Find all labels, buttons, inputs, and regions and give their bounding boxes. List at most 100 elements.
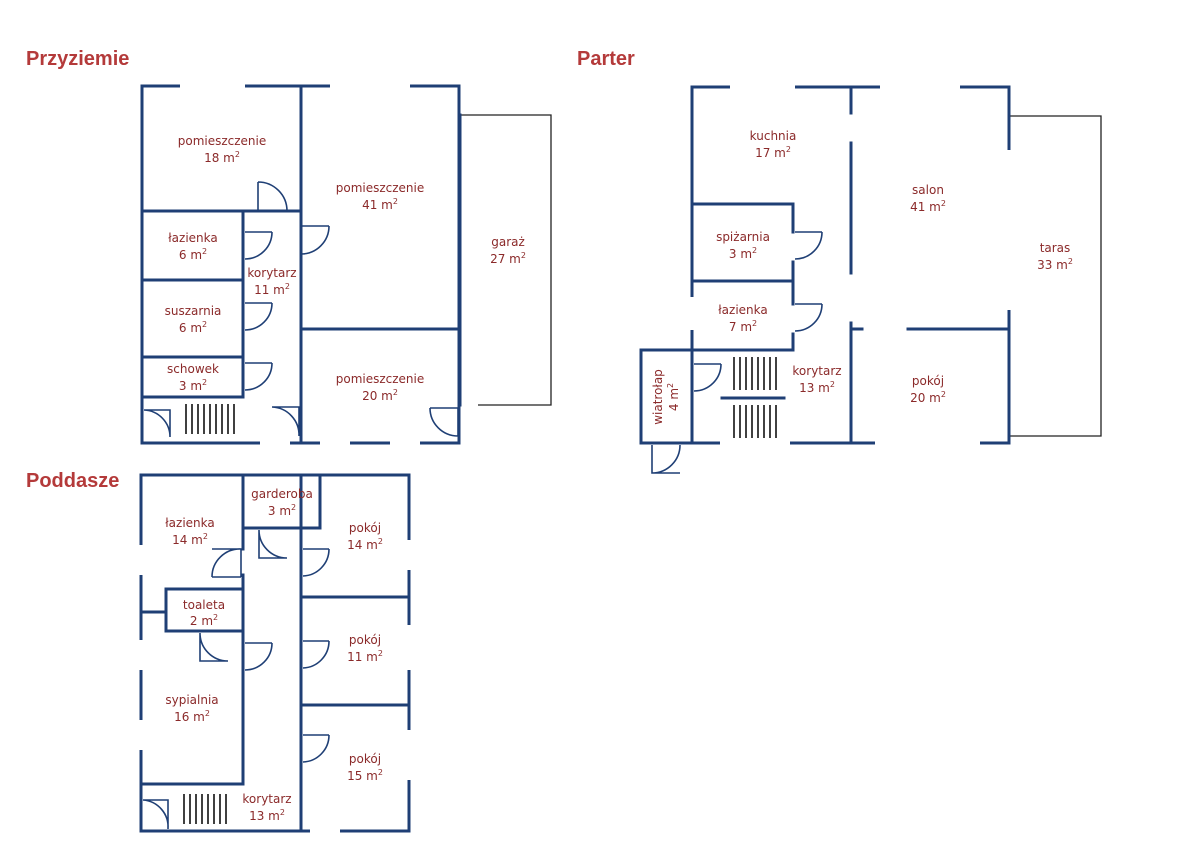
room-label: pokój 15 m2 [347, 752, 383, 783]
svg-text:kuchnia: kuchnia [750, 129, 797, 143]
svg-text:schowek: schowek [167, 362, 219, 376]
room-label: pokój 11 m2 [347, 633, 383, 664]
room-label: spiżarnia 3 m2 [716, 230, 770, 261]
room-label: schowek 3 m2 [167, 362, 219, 393]
svg-text:33 m2: 33 m2 [1037, 257, 1073, 272]
svg-text:łazienka: łazienka [718, 303, 767, 317]
room-label: łazienka 7 m2 [718, 303, 767, 334]
svg-text:11 m2: 11 m2 [347, 649, 383, 664]
room-label: wiatrołap 4 m2 [651, 369, 681, 425]
svg-text:13 m2: 13 m2 [249, 808, 285, 823]
svg-text:11 m2: 11 m2 [254, 282, 290, 297]
room-label: sypialnia 16 m2 [165, 693, 218, 724]
room-label: pokój 14 m2 [347, 521, 383, 552]
room-label: pomieszczenie 18 m2 [178, 134, 267, 165]
door-icon [794, 303, 823, 332]
door-icon [693, 363, 722, 392]
door-icon [429, 407, 459, 437]
floor-parter: Parter [577, 48, 1102, 474]
floor-title-parter: Parter [577, 48, 635, 70]
door-icon [300, 225, 330, 255]
terrace-outline [1009, 115, 1102, 437]
floor-title-przyziemie: Przyziemie [26, 48, 129, 70]
svg-text:4 m2: 4 m2 [666, 383, 681, 411]
svg-text:14 m2: 14 m2 [172, 532, 208, 547]
svg-text:3 m2: 3 m2 [729, 246, 757, 261]
svg-text:pokój: pokój [349, 521, 381, 535]
svg-text:6 m2: 6 m2 [179, 320, 207, 335]
room-label: pokój 20 m2 [910, 374, 946, 405]
door-icon [302, 640, 330, 669]
stairs-icon [733, 357, 777, 438]
svg-text:sypialnia: sypialnia [165, 693, 218, 707]
door-icon [302, 734, 330, 763]
room-label: łazienka 14 m2 [165, 516, 214, 547]
room-label: korytarz 13 m2 [792, 364, 841, 395]
door-icon [244, 362, 273, 391]
svg-text:toaleta: toaleta [183, 598, 225, 612]
svg-text:korytarz: korytarz [792, 364, 841, 378]
room-label: salon 41 m2 [910, 183, 946, 214]
door-icon [142, 799, 169, 830]
svg-text:pokój: pokój [349, 633, 381, 647]
svg-text:pomieszczenie: pomieszczenie [336, 372, 425, 386]
room-label: pomieszczenie 20 m2 [336, 372, 425, 403]
room-label: pomieszczenie 41 m2 [336, 181, 425, 212]
svg-text:suszarnia: suszarnia [165, 304, 222, 318]
svg-text:pokój: pokój [349, 752, 381, 766]
svg-text:łazienka: łazienka [168, 231, 217, 245]
room-label: łazienka 6 m2 [168, 231, 217, 262]
door-icon [271, 406, 300, 437]
svg-text:spiżarnia: spiżarnia [716, 230, 770, 244]
door-icon [143, 409, 171, 438]
svg-text:3 m2: 3 m2 [179, 378, 207, 393]
door-icon [794, 231, 823, 260]
svg-text:16 m2: 16 m2 [174, 709, 210, 724]
svg-text:6 m2: 6 m2 [179, 247, 207, 262]
svg-text:łazienka: łazienka [165, 516, 214, 530]
garage-outline [460, 114, 552, 406]
svg-text:pomieszczenie: pomieszczenie [178, 134, 267, 148]
room-label: garderoba 3 m2 [251, 487, 313, 518]
door-icon [244, 302, 273, 331]
room-label: suszarnia 6 m2 [165, 304, 222, 335]
door-icon [258, 529, 288, 559]
svg-text:garderoba: garderoba [251, 487, 313, 501]
svg-text:3 m2: 3 m2 [268, 503, 296, 518]
room-label: toaleta 2 m2 [183, 598, 225, 628]
svg-text:14 m2: 14 m2 [347, 537, 383, 552]
svg-text:korytarz: korytarz [242, 792, 291, 806]
svg-text:20 m2: 20 m2 [910, 390, 946, 405]
svg-text:20 m2: 20 m2 [362, 388, 398, 403]
svg-text:garaż: garaż [491, 235, 525, 249]
svg-text:18 m2: 18 m2 [204, 150, 240, 165]
svg-text:41 m2: 41 m2 [362, 197, 398, 212]
svg-text:7 m2: 7 m2 [729, 319, 757, 334]
door-icon [302, 548, 330, 577]
room-label: korytarz 11 m2 [247, 266, 296, 297]
room-label: kuchnia 17 m2 [750, 129, 797, 160]
floor-poddasze: Poddasze [26, 470, 411, 833]
svg-text:27 m2: 27 m2 [490, 251, 526, 266]
door-icon [211, 548, 242, 578]
svg-text:15 m2: 15 m2 [347, 768, 383, 783]
svg-text:13 m2: 13 m2 [799, 380, 835, 395]
room-label: garaż 27 m2 [490, 235, 526, 266]
svg-text:taras: taras [1040, 241, 1071, 255]
svg-text:2 m2: 2 m2 [190, 613, 218, 628]
door-icon [651, 444, 681, 474]
stairs-icon [185, 404, 235, 434]
svg-text:salon: salon [912, 183, 944, 197]
stairs-icon [183, 794, 227, 824]
room-label: taras 33 m2 [1037, 241, 1073, 272]
door-icon [257, 181, 288, 212]
svg-text:wiatrołap: wiatrołap [651, 369, 665, 425]
door-icon [244, 642, 273, 671]
room-label: korytarz 13 m2 [242, 792, 291, 823]
svg-text:korytarz: korytarz [247, 266, 296, 280]
floor-przyziemie: Przyziemie [26, 48, 552, 445]
floor-title-poddasze: Poddasze [26, 470, 119, 492]
door-icon [199, 632, 229, 662]
svg-text:41 m2: 41 m2 [910, 199, 946, 214]
